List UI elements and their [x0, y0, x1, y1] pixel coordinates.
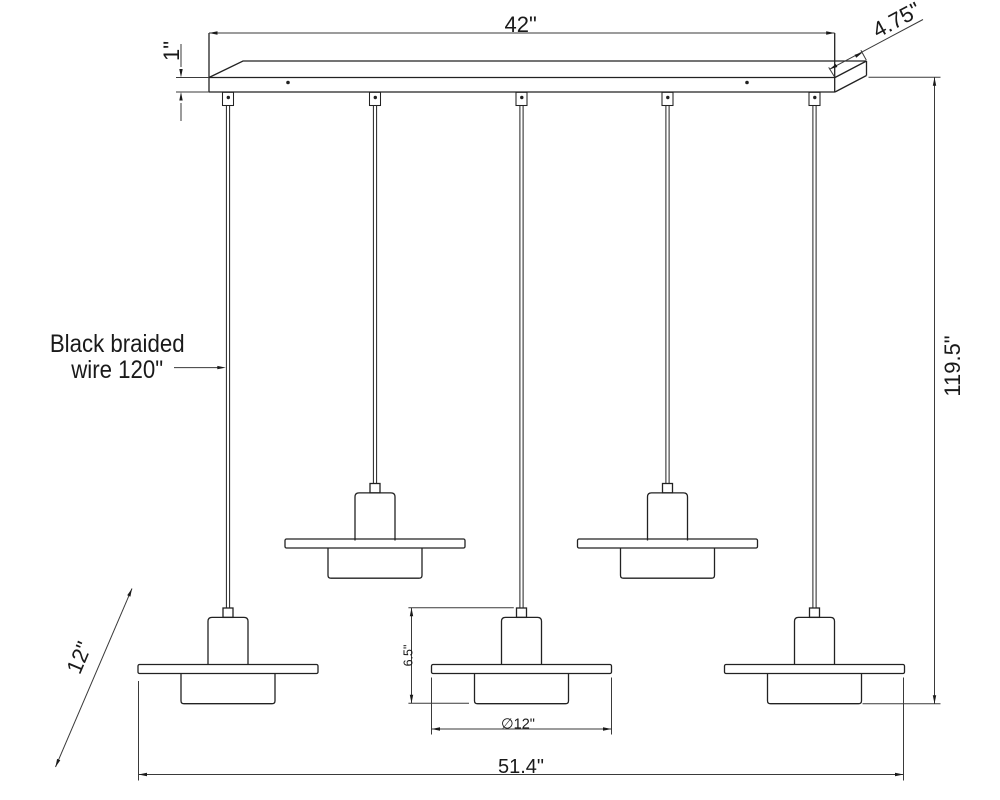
svg-text:4.75": 4.75": [868, 0, 924, 43]
svg-text:Black braided: Black braided: [50, 331, 185, 358]
svg-text:6.5": 6.5": [401, 645, 415, 667]
svg-text:1": 1": [159, 41, 184, 61]
svg-text:wire 120": wire 120": [70, 357, 163, 384]
svg-text:42": 42": [505, 12, 537, 37]
svg-text:51.4": 51.4": [498, 756, 544, 778]
svg-text:12": 12": [61, 638, 97, 677]
svg-text:∅12": ∅12": [501, 716, 535, 732]
svg-text:119.5": 119.5": [940, 335, 965, 396]
